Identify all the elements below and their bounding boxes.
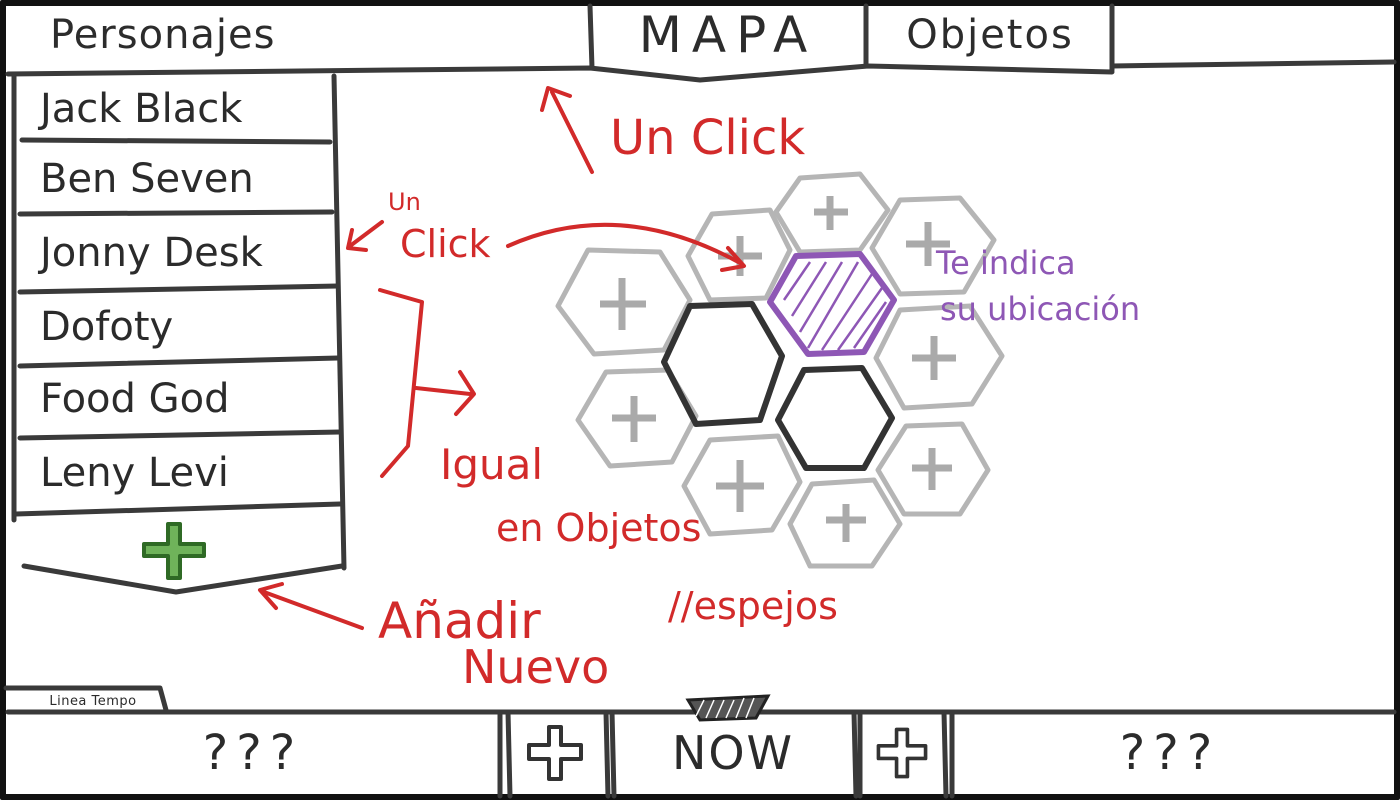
character-item[interactable]: Jonny Desk: [40, 230, 263, 276]
hex-empty[interactable]: [869, 195, 997, 297]
character-item[interactable]: Jack Black: [40, 86, 243, 132]
annotation-igual-2: en Objetos: [496, 506, 702, 550]
annotation-anadir-1: Añadir: [378, 592, 541, 650]
plus-icon: [142, 522, 206, 580]
annotation-un-click-map: Un Click: [610, 110, 806, 166]
annotation-igual-3: //espejos: [668, 584, 838, 628]
timeline-add-right-button[interactable]: [858, 712, 946, 794]
hex-explored[interactable]: [661, 301, 785, 427]
plus-icon: [527, 725, 583, 781]
timeline-label: Linea Tempo: [49, 693, 137, 709]
character-item[interactable]: Leny Levi: [40, 450, 229, 496]
tab-personajes[interactable]: Personajes: [50, 12, 276, 58]
timeline-next-slot[interactable]: ???: [1119, 725, 1221, 781]
timeline-prev-slot[interactable]: ???: [202, 725, 304, 781]
hex-empty[interactable]: [873, 303, 1005, 411]
timeline-now[interactable]: NOW: [671, 726, 795, 780]
annotation-location-2: su ubicación: [940, 290, 1141, 328]
annotation-igual-1: Igual: [440, 440, 544, 489]
hex-empty[interactable]: [773, 171, 891, 255]
annotation-anadir-2: Nuevo: [462, 640, 610, 694]
tab-mapa[interactable]: MAPA: [638, 6, 818, 64]
timeline-add-left-button[interactable]: [505, 712, 605, 794]
hex-empty[interactable]: [681, 433, 803, 537]
character-item[interactable]: Food God: [40, 376, 230, 422]
hex-empty[interactable]: [787, 477, 903, 569]
annotation-location-1: Te indica: [936, 244, 1076, 282]
annotation-un-click-list-2: Click: [400, 222, 491, 266]
annotation-un-click-list-1: Un: [388, 188, 421, 216]
hex-explored[interactable]: [775, 365, 895, 471]
add-character-button[interactable]: [138, 520, 210, 582]
hex-current-location[interactable]: [767, 251, 897, 357]
hex-empty[interactable]: [555, 247, 693, 357]
hex-empty[interactable]: [875, 421, 991, 517]
tab-objetos[interactable]: Objetos: [906, 12, 1074, 58]
character-item[interactable]: Dofoty: [40, 304, 174, 350]
character-item[interactable]: Ben Seven: [40, 156, 254, 202]
hex-empty[interactable]: [685, 207, 793, 303]
plus-icon: [876, 727, 928, 779]
